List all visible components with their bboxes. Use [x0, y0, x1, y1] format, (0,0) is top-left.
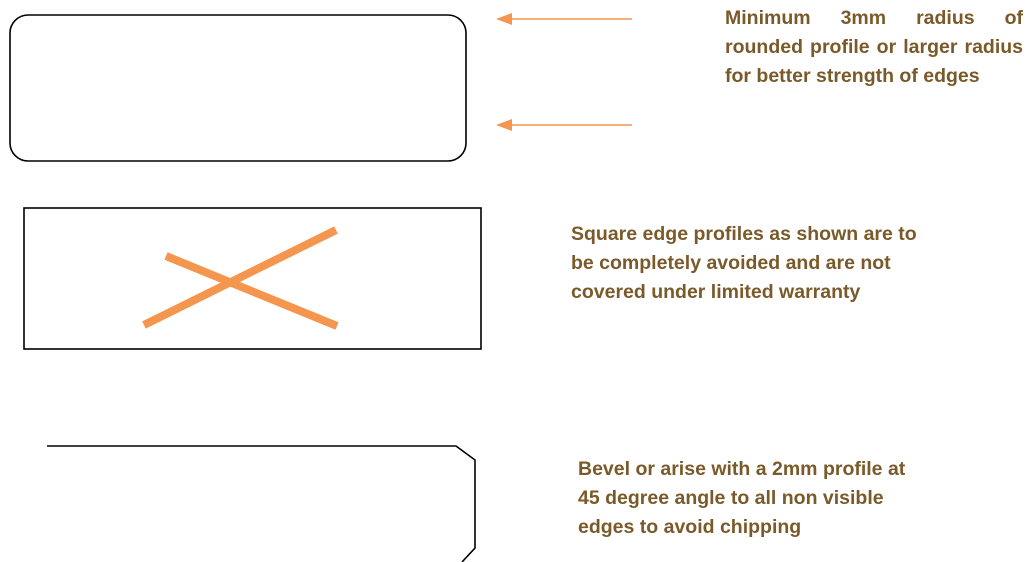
rounded-edge-profile — [9, 14, 467, 162]
square-profile-note: Square edge profiles as shown are to be … — [571, 223, 917, 303]
rounded-profile-note: Minimum 3mm radius of rounded profile or… — [725, 7, 1023, 87]
arrow-left-icon — [496, 119, 632, 131]
arrow-left-icon — [496, 13, 632, 25]
bevel-edge-profile — [47, 445, 476, 562]
cross-mark-icon — [142, 226, 339, 330]
bevel-profile-note: Bevel or arise with a 2mm profile at 45 … — [578, 458, 906, 538]
square-edge-profile — [23, 207, 482, 350]
